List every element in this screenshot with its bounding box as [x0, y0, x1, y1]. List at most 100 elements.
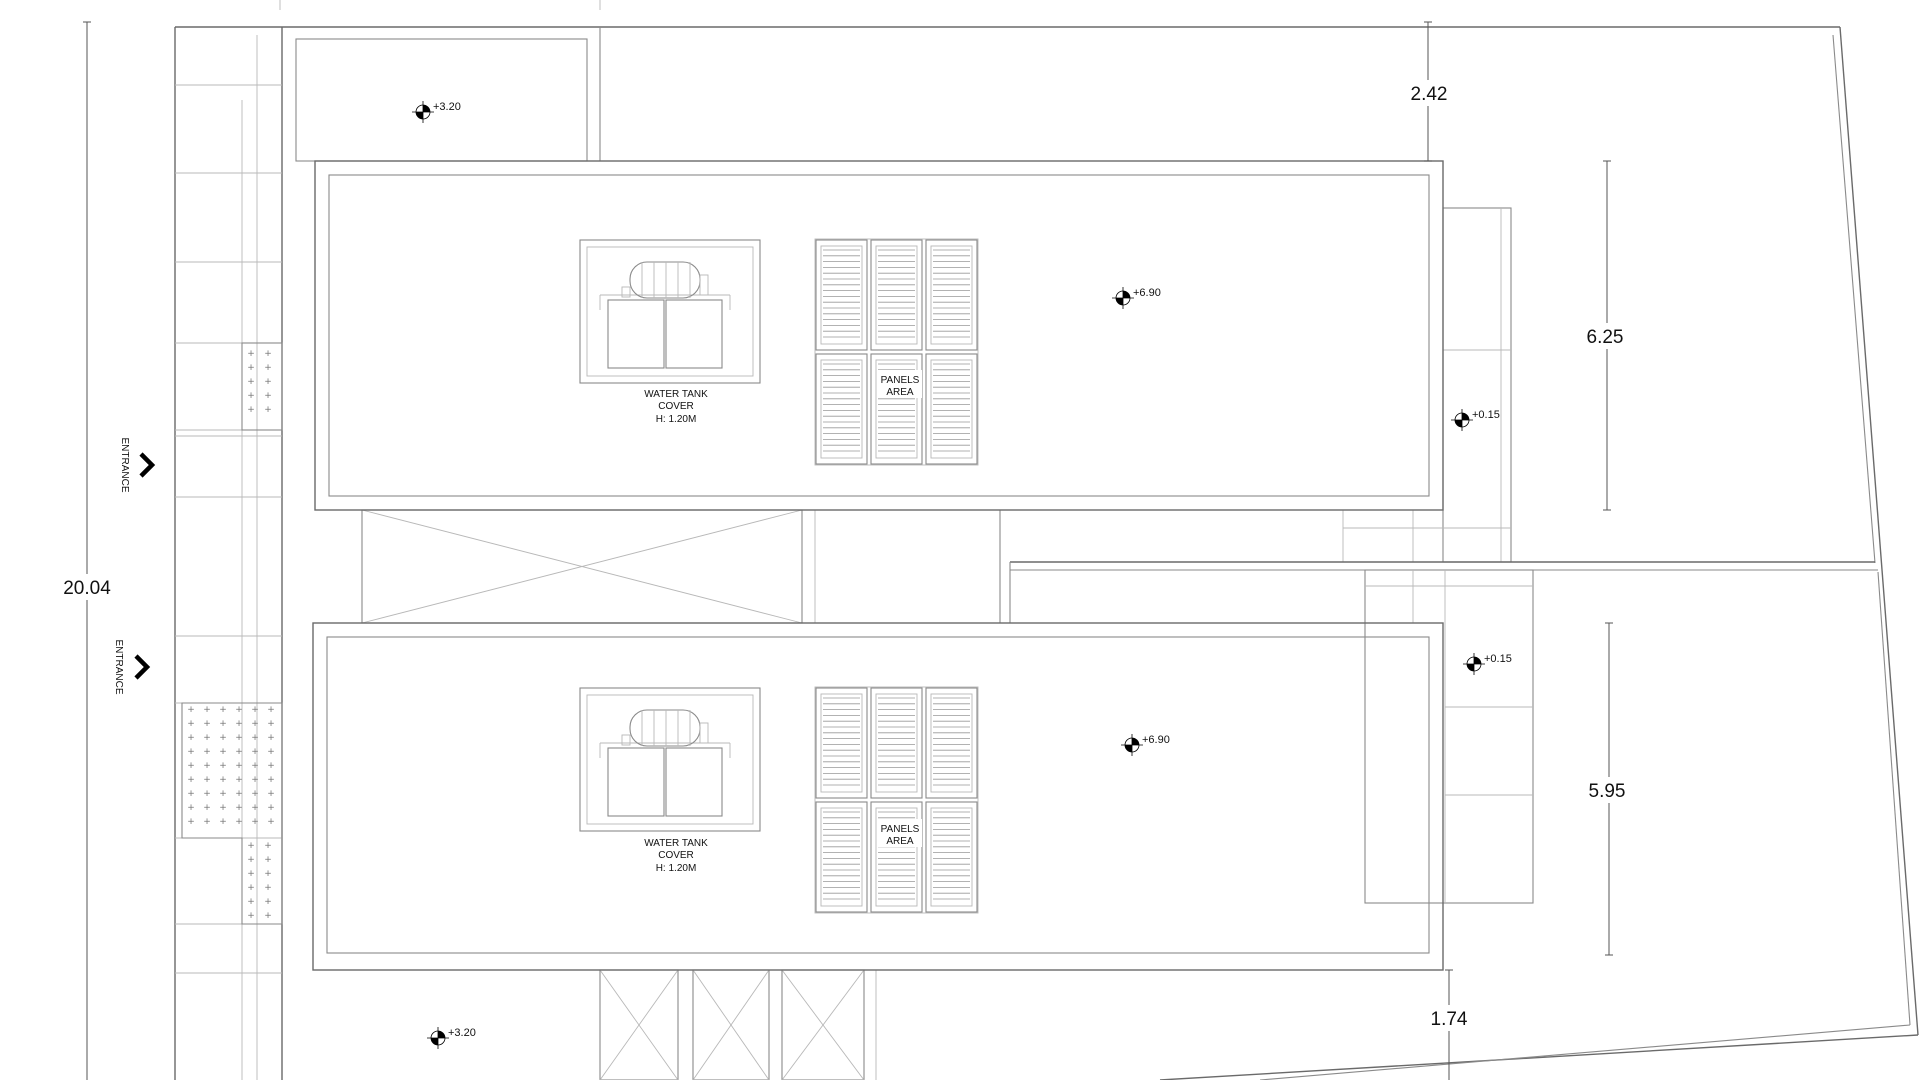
- tank-valve: [621, 734, 631, 746]
- planter-cross: +: [264, 377, 272, 387]
- water-tank-cover-1: [579, 239, 761, 384]
- planter-cross: +: [264, 883, 272, 893]
- planter-cross: +: [235, 733, 243, 743]
- level-marker-quadrant: [1474, 657, 1481, 664]
- solar-panel-frame: [930, 807, 973, 907]
- tank-cylinder: [629, 709, 701, 747]
- planter-cross: +: [187, 747, 195, 757]
- planter-cross: +: [187, 733, 195, 743]
- tank-cover-inner: [586, 694, 754, 825]
- tank-valve: [621, 286, 631, 298]
- level-value: +3.20: [448, 1027, 476, 1039]
- planter-cross: +: [267, 761, 275, 771]
- level-value: +6.90: [1133, 287, 1161, 299]
- planter-cross: +: [247, 855, 255, 865]
- level-marker-quadrant: [416, 112, 423, 119]
- planter-pattern: + + + + + + + + + + + + + + + + + + + + + + + + + + + + + + + + + + + + + + + +…: [187, 349, 275, 921]
- solar-panel: [815, 353, 868, 465]
- tank-1-label-line3: H: 1.20M: [656, 414, 697, 425]
- planter-cross: +: [203, 789, 211, 799]
- level-marker-ground-1: +0.15: [1451, 409, 1500, 431]
- planter-cross: +: [219, 775, 227, 785]
- level-marker-quadrant: [1455, 420, 1462, 427]
- solar-panel-frame: [820, 693, 863, 793]
- unit-1-roof: [314, 160, 1444, 511]
- solar-panel: [815, 239, 868, 351]
- dim-total-height-value: 20.04: [63, 578, 111, 599]
- planter-cross: +: [235, 775, 243, 785]
- planter-cross: +: [235, 789, 243, 799]
- tank-valve: [699, 274, 709, 296]
- planter-cross: +: [187, 761, 195, 771]
- level-marker-yard-top: +3.20: [412, 101, 461, 123]
- tank-cover-inner: [586, 246, 754, 377]
- planter-cross: +: [203, 761, 211, 771]
- planter-cross: +: [203, 705, 211, 715]
- dim-unit1-depth-value: 6.25: [1587, 327, 1624, 348]
- level-marker-quadrant: [1123, 291, 1130, 298]
- level-marker-icon: [1463, 653, 1485, 675]
- solar-panels-2: [814, 686, 979, 914]
- unit-2-roof: [312, 622, 1444, 971]
- planter-cross: +: [247, 363, 255, 373]
- solar-panel: [815, 687, 868, 799]
- planter-cross: +: [264, 391, 272, 401]
- planter-cross: +: [264, 363, 272, 373]
- solar-panel: [925, 353, 978, 465]
- planter-cross: +: [247, 897, 255, 907]
- planter-cross: +: [267, 719, 275, 729]
- left-walkway: [175, 35, 283, 1080]
- solar-panel: [870, 239, 923, 351]
- planter-cross: +: [203, 719, 211, 729]
- level-marker-quadrant: [438, 1031, 445, 1038]
- planter-cross: +: [251, 803, 259, 813]
- planter-cross: +: [267, 803, 275, 813]
- solar-array-border: [814, 238, 979, 466]
- solar-panels-1: [814, 238, 979, 466]
- planter-cross: +: [203, 747, 211, 757]
- planter-cross: +: [251, 705, 259, 715]
- solar-panel-frame: [820, 807, 863, 907]
- planter-cross: +: [203, 775, 211, 785]
- solar-panel-frame: [875, 359, 918, 459]
- solar-panel: [925, 687, 978, 799]
- plot-outline: [174, 0, 1919, 1080]
- planter-cross: +: [187, 705, 195, 715]
- planter-cross: +: [251, 789, 259, 799]
- middle-void: [361, 509, 816, 624]
- planter-cross: +: [264, 841, 272, 851]
- planter-cross: +: [203, 817, 211, 827]
- planter-cross: +: [247, 883, 255, 893]
- solar-panel: [815, 801, 868, 913]
- dim-unit2-depth: 5.95: [1585, 622, 1633, 956]
- planter-cross: +: [247, 391, 255, 401]
- solar-panel: [870, 687, 923, 799]
- planter-cross: +: [219, 803, 227, 813]
- planter-cross: +: [203, 803, 211, 813]
- planter-cross: +: [187, 789, 195, 799]
- level-marker-yard-bottom: +3.20: [427, 1027, 476, 1049]
- tank-box: [665, 299, 723, 369]
- level-marker-icon: [1451, 409, 1473, 431]
- level-marker-icon: [412, 101, 434, 123]
- entrance-2: ENTRANCE: [113, 639, 151, 695]
- water-tank-cover-2: [579, 687, 761, 832]
- planter-cross: +: [187, 803, 195, 813]
- level-value: +6.90: [1142, 734, 1170, 746]
- planter-cross: +: [251, 761, 259, 771]
- tank-2-label-line1: WATER TANK: [644, 838, 708, 849]
- planter-cross: +: [203, 733, 211, 743]
- level-marker-roof-1: +6.90: [1112, 287, 1161, 309]
- solar-panel: [870, 353, 923, 465]
- tank-cylinder: [629, 261, 701, 299]
- tank-box: [607, 747, 665, 817]
- planter-cross: +: [187, 719, 195, 729]
- level-value: +3.20: [433, 101, 461, 113]
- panels-1-label-line1: PANELS: [881, 375, 920, 386]
- planter-cross: +: [264, 911, 272, 921]
- solar-panel-frame: [930, 359, 973, 459]
- tank-1-label-line1: WATER TANK: [644, 389, 708, 400]
- solar-panel-frame: [875, 245, 918, 345]
- planter-cross: +: [235, 747, 243, 757]
- planter-cross: +: [247, 841, 255, 851]
